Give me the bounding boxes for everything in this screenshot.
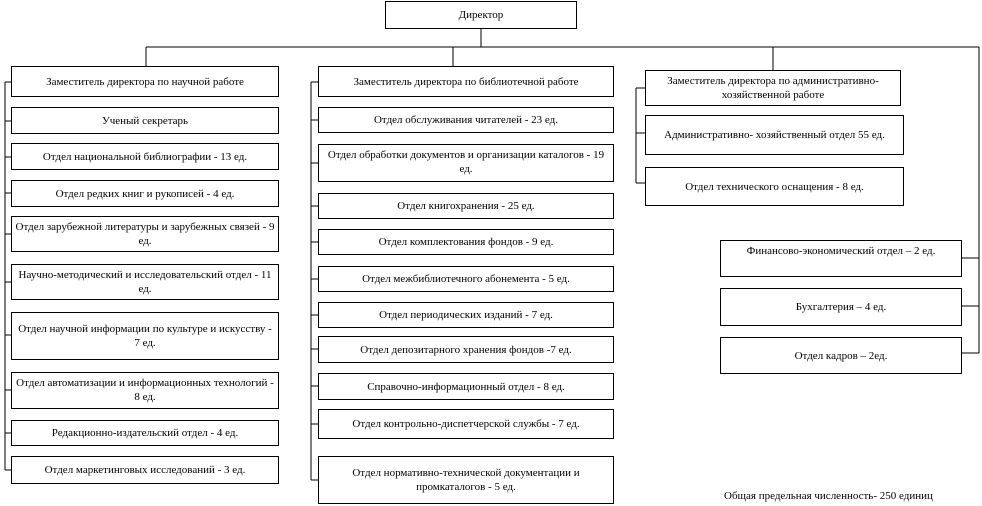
unit-label: Справочно-информационный отдел - 8 ед. (367, 380, 565, 393)
unit-box: Отдел нормативно-технической документаци… (318, 456, 614, 504)
deputy-library-label: Заместитель директора по библиотечной ра… (353, 75, 579, 88)
unit-label: Бухгалтерия – 4 ед. (795, 301, 887, 313)
unit-box: Отдел автоматизации и информационных тех… (11, 372, 279, 409)
unit-box: Отдел периодических изданий - 7 ед. (318, 302, 614, 328)
unit-box: Отдел редких книг и рукописей - 4 ед. (11, 180, 279, 207)
unit-box: Редакционно-издательский отдел - 4 ед. (11, 420, 279, 446)
unit-label: Отдел книгохранения - 25 ед. (397, 200, 535, 212)
unit-label: Отдел комплектования фондов - 9 ед. (378, 236, 554, 248)
unit-label: Ученый секретарь (101, 114, 189, 127)
unit-box: Отдел технического оснащения - 8 ед. (645, 167, 904, 206)
total-headcount-note: Общая предельная численность- 250 единиц (724, 490, 933, 502)
unit-box: Отдел научной информации по культуре и и… (11, 312, 279, 360)
unit-label: Отдел научной информации по культуре и и… (18, 323, 272, 349)
unit-label: Отдел обработки документов и организации… (327, 149, 605, 175)
unit-box: Отдел комплектования фондов - 9 ед. (318, 229, 614, 255)
accounting-unit-box: Бухгалтерия – 4 ед. (720, 288, 962, 326)
unit-label: Отдел национальной библиографии - 13 ед. (42, 150, 248, 163)
hr-unit-box: Отдел кадров – 2ед. (720, 337, 962, 374)
unit-box: Отдел обслуживания читателей - 23 ед. (318, 107, 614, 133)
director-box: Директор (385, 1, 577, 29)
unit-box: Научно-методический и исследовательский … (11, 264, 279, 300)
unit-box: Ученый секретарь (11, 107, 279, 134)
unit-box: Отдел зарубежной литературы и зарубежных… (11, 216, 279, 252)
unit-label: Отдел нормативно-технической документаци… (352, 467, 580, 493)
unit-label: Административно- хозяйственный отдел 55 … (664, 129, 885, 141)
unit-label: Отдел обслуживания читателей - 23 ед. (373, 114, 559, 126)
unit-label: Отдел межбиблиотечного абонемента - 5 ед… (362, 273, 570, 285)
unit-label: Отдел кадров – 2ед. (794, 349, 888, 362)
unit-box: Отдел контрольно-диспетчерской службы - … (318, 409, 614, 439)
deputy-library-box: Заместитель директора по библиотечной ра… (318, 66, 614, 97)
unit-label: Научно-методический и исследовательский … (18, 269, 272, 295)
unit-box: Отдел книгохранения - 25 ед. (318, 193, 614, 219)
director-label: Директор (458, 9, 504, 21)
deputy-science-label: Заместитель директора по научной работе (46, 75, 244, 88)
unit-box: Отдел обработки документов и организации… (318, 144, 614, 182)
unit-label: Финансово-экономический отдел – 2 ед. (746, 245, 936, 257)
unit-label: Отдел периодических изданий - 7 ед. (379, 309, 553, 321)
unit-label: Отдел зарубежной литературы и зарубежных… (15, 221, 275, 247)
unit-label: Отдел депозитарного хранения фондов -7 е… (360, 343, 572, 356)
deputy-admin-box: Заместитель директора по административно… (645, 70, 901, 106)
deputy-admin-label: Заместитель директора по административно… (667, 75, 879, 101)
unit-label: Отдел технического оснащения - 8 ед. (685, 180, 864, 193)
unit-box: Отдел маркетинговых исследований - 3 ед. (11, 456, 279, 484)
finance-unit-box: Финансово-экономический отдел – 2 ед. (720, 240, 962, 277)
unit-label: Отдел контрольно-диспетчерской службы - … (352, 418, 580, 430)
unit-box: Отдел национальной библиографии - 13 ед. (11, 143, 279, 170)
unit-box: Административно- хозяйственный отдел 55 … (645, 115, 904, 155)
unit-label: Отдел автоматизации и информационных тех… (16, 377, 274, 403)
unit-box: Справочно-информационный отдел - 8 ед. (318, 373, 614, 400)
unit-label: Редакционно-издательский отдел - 4 ед. (51, 427, 239, 439)
unit-box: Отдел депозитарного хранения фондов -7 е… (318, 336, 614, 363)
deputy-science-box: Заместитель директора по научной работе (11, 66, 279, 97)
unit-box: Отдел межбиблиотечного абонемента - 5 ед… (318, 266, 614, 292)
unit-label: Отдел маркетинговых исследований - 3 ед. (44, 464, 246, 476)
unit-label: Отдел редких книг и рукописей - 4 ед. (55, 187, 235, 200)
